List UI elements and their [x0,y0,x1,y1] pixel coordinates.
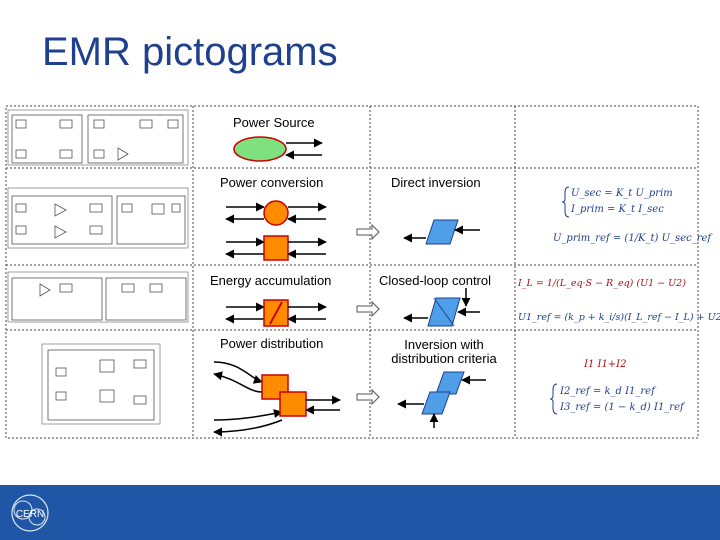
power-distribution-label: Power distribution [220,336,324,351]
accumulation-equation: I_L = 1/(L_eq·S − R_eq) (U1 − U2) [518,278,686,289]
footer-bar [0,485,720,540]
equation-braces [549,186,570,415]
power-conversion-label: Power conversion [220,175,324,190]
table-grid [5,105,699,439]
inversion-distribution-line-1: Inversion with [404,337,484,352]
power-conversion-pictogram [225,200,327,261]
power-distribution-pictogram [213,361,341,437]
conversion-equation-2: I_prim = K_t I_sec [571,204,664,215]
power-source-pictogram [233,136,323,162]
power-source-label: Power Source [233,115,315,130]
closed-loop-control-label: Closed-loop control [379,273,492,288]
cern-logo-icon: CERN [11,494,49,532]
cern-logo-text: CERN [16,509,44,520]
closed-loop-pictogram [403,288,480,327]
distribution-equation-2: I2_ref = k_d I1_ref [560,386,655,397]
distribution-equation-3: I3_ref = (1 − k_d) I1_ref [560,402,684,413]
distribution-inversion-pictogram [397,371,486,428]
inversion-distribution-label: Inversion with distribution criteria [378,338,510,366]
energy-accumulation-pictogram [225,299,327,327]
slide-title: EMR pictograms [42,30,338,74]
direct-inversion-equation: U_prim_ref = (1/K_t) U_sec_ref [553,233,712,244]
cern-logo: CERN [8,492,52,539]
implication-arrows [356,223,380,406]
simulink-thumbnails [7,109,189,425]
direct-inversion-pictogram [403,219,480,245]
closed-loop-equation: U1_ref = (k_p + k_i/s)(I_L_ref − I_L) + … [518,312,720,323]
direct-inversion-label: Direct inversion [391,175,481,190]
distribution-equation-1: I1 I1+I2 [584,359,627,370]
conversion-equation-1: U_sec = K_t U_prim [571,188,673,199]
energy-accumulation-label: Energy accumulation [210,273,332,288]
inversion-distribution-line-2: distribution criteria [391,351,497,366]
